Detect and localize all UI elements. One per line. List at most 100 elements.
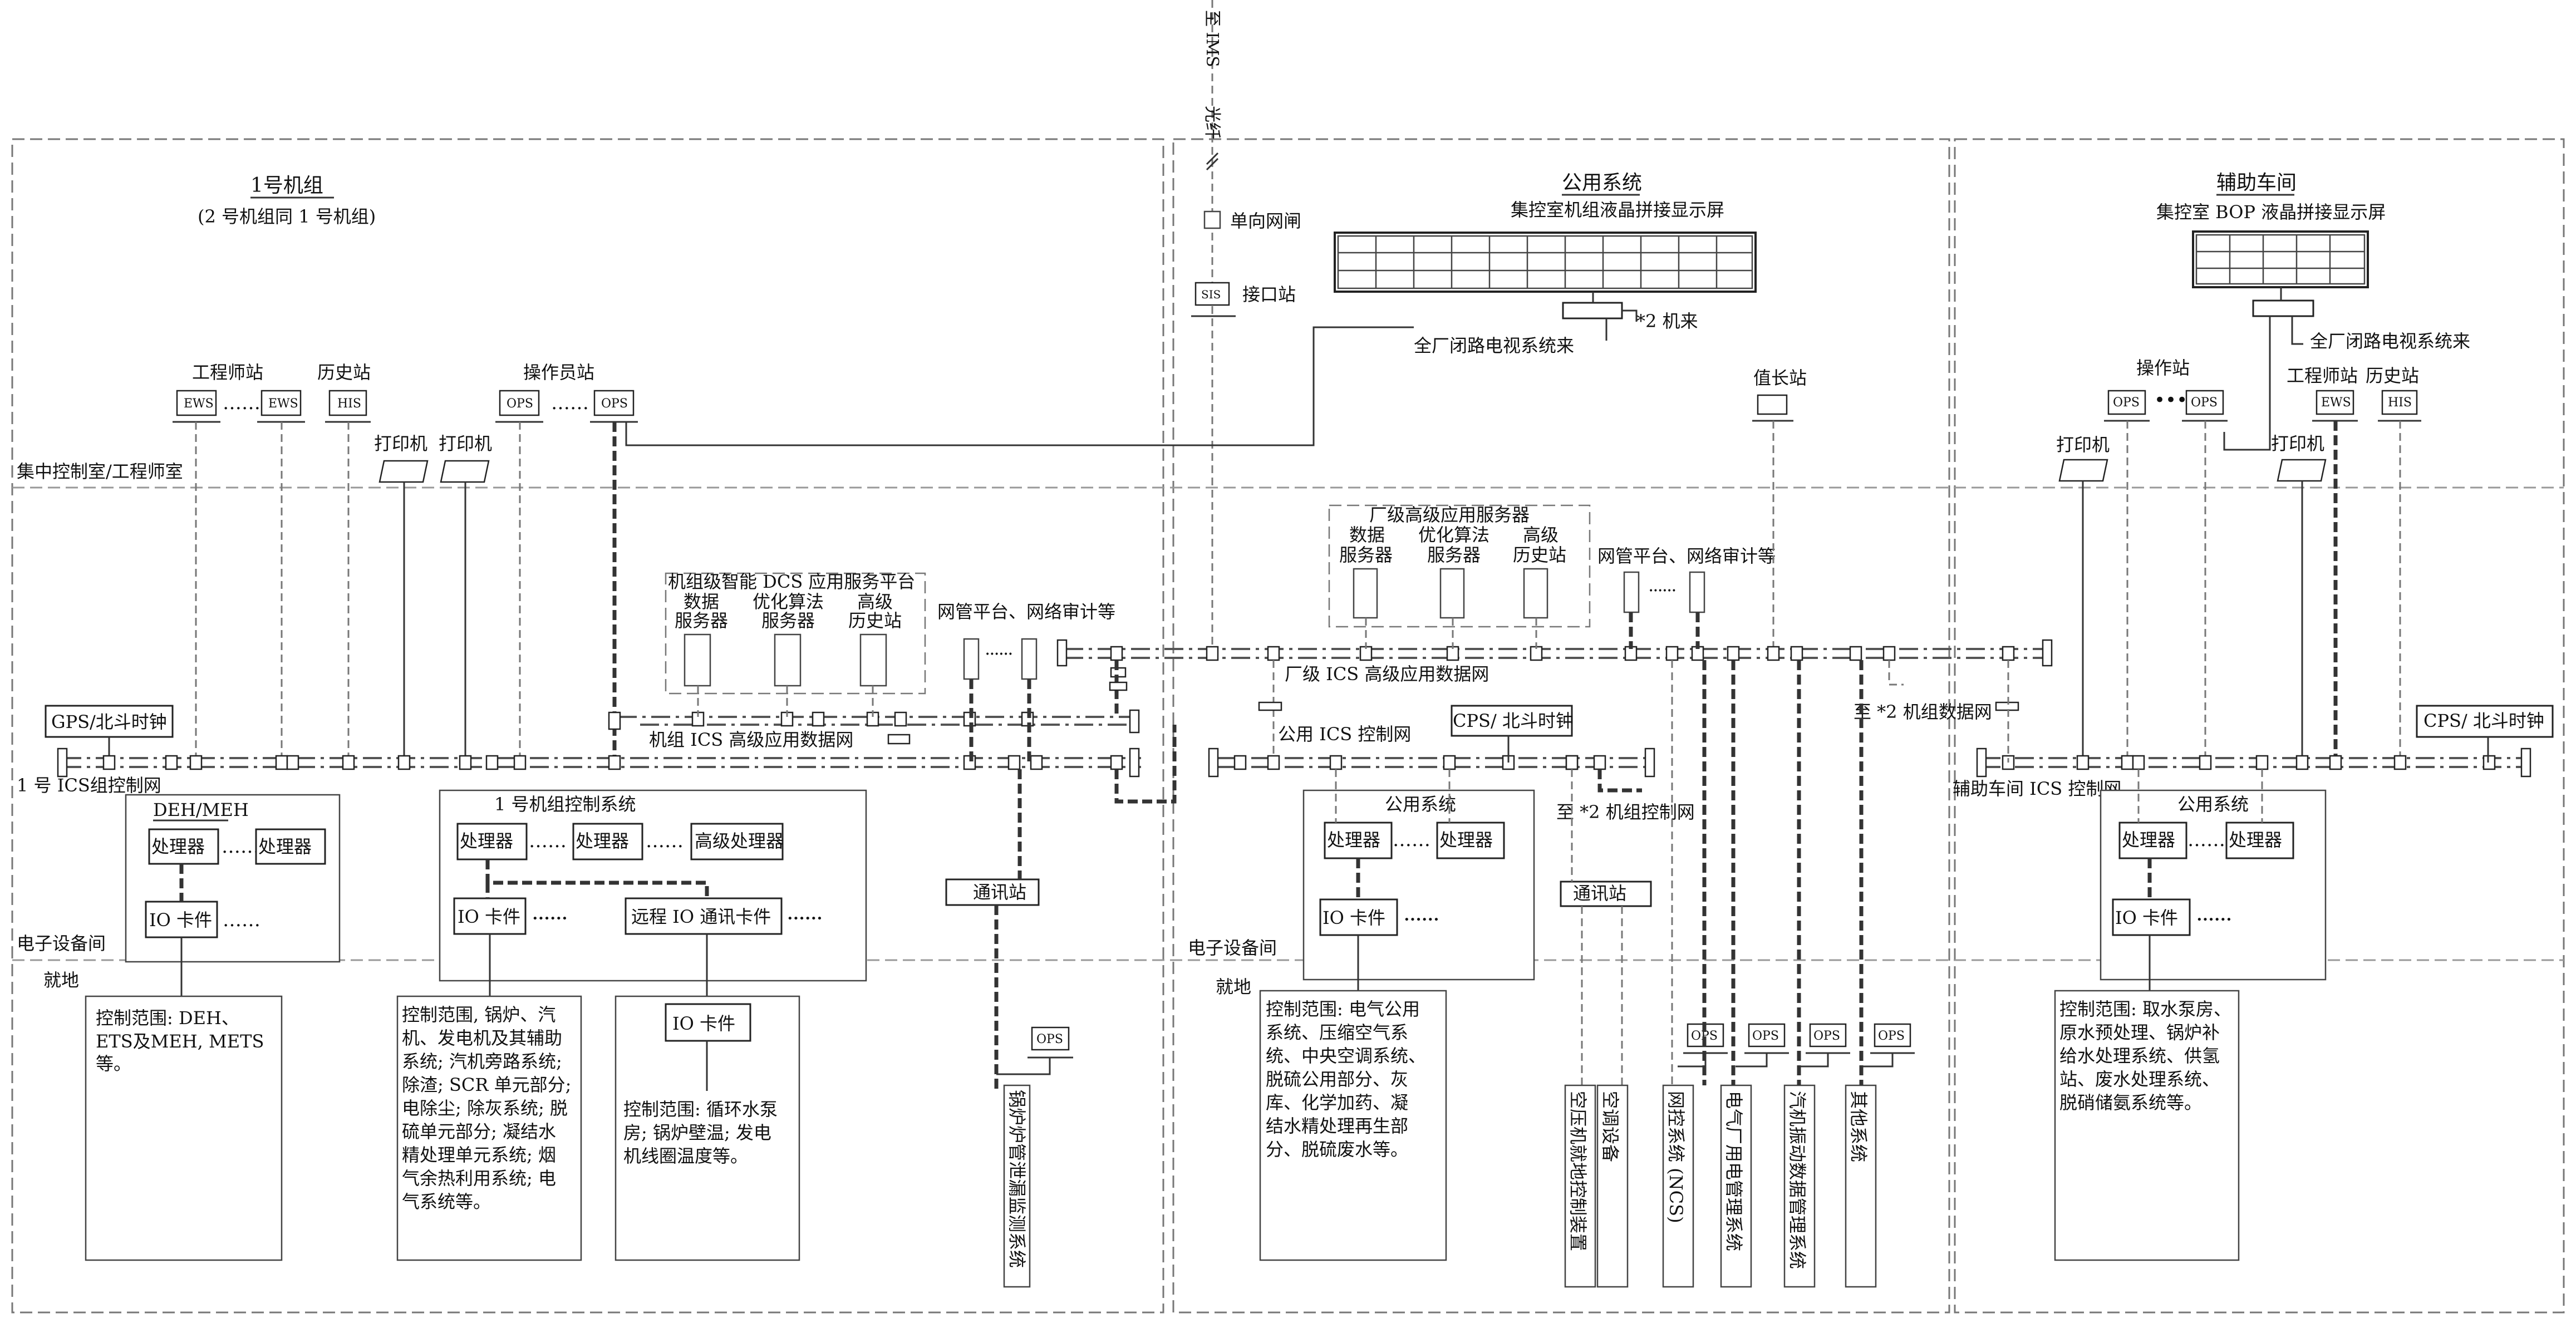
unit1-remote-io-card[interactable] [625,897,783,935]
aux-bop-video-wall[interactable] [2192,230,2369,288]
svg-text:电气厂用电管理系统: 电气厂用电管理系统 [1723,1091,1744,1251]
public-comm-station[interactable] [1560,881,1652,907]
unit1-title: 1号机组 [250,174,323,197]
svg-text:……: …… [2187,829,2225,851]
printer-label-1: 打印机 [374,433,427,454]
svg-text:结水精处理再生部: 结水精处理再生部 [1266,1115,1408,1137]
svg-text:••••••: •••••• [532,913,568,924]
zone-aux [1954,138,2565,1314]
plant-data-server-icon[interactable] [1353,568,1378,619]
plant-adv-net-ports [1110,646,2015,661]
svg-text:远程 IO 通讯卡件: 远程 IO 通讯卡件 [631,906,771,927]
svg-text:OPS: OPS [601,397,628,411]
his-workstation[interactable]: HIS [325,390,371,423]
public-processor-2[interactable] [1436,822,1505,859]
ops-workstation-1[interactable]: OPS [495,390,543,423]
aux-ops-workstation-2[interactable]: OPS [2182,390,2228,422]
ews-workstation-1[interactable]: EWS [173,390,220,423]
svg-text:OPS: OPS [1036,1032,1063,1046]
aux-processor-2[interactable] [2225,822,2294,859]
svg-text:数据: 数据 [684,591,719,612]
boiler-leak-monitor-label: 锅炉炉管泄漏监测系统 [1006,1090,1028,1268]
public-io-card[interactable] [1319,898,1398,936]
svg-text:电除尘; 除灰系统; 脱: 电除尘; 除灰系统; 脱 [402,1098,568,1119]
aux-printer-icon-2[interactable] [2277,459,2327,482]
svg-text:汽机振动数据管理系统: 汽机振动数据管理系统 [1787,1091,1808,1269]
unit1-processor-1[interactable] [456,823,528,860]
unit1-data-server-icon[interactable] [684,633,711,687]
other-ops-workstation[interactable]: OPS [1870,1023,1915,1054]
elec-ops-workstation[interactable]: OPS [1744,1023,1789,1054]
plant-opt-server-icon[interactable] [1439,568,1465,619]
svg-text:给水处理系统、供氢: 给水处理系统、供氢 [2059,1045,2220,1066]
plant-adv-history-icon[interactable] [1523,568,1548,619]
electronics-room-mid-label: 电子设备间 [1188,937,1277,958]
unit1-netmgmt-icon-2[interactable] [1021,638,1038,680]
svg-text:精处理单元系统; 烟: 精处理单元系统; 烟 [402,1144,556,1165]
aux-ops-workstation-1[interactable]: OPS [2104,390,2150,422]
svg-text:原水预处理、锅炉补: 原水预处理、锅炉补 [2059,1022,2220,1043]
svg-text:••••••: •••••• [787,913,823,924]
public-ics-control-net-label: 公用 ICS 控制网 [1278,724,1411,745]
unit1-adv-history-icon[interactable] [859,633,887,687]
svg-text:HIS: HIS [2388,396,2412,410]
aux-processor-1[interactable] [2118,822,2187,859]
deh-processor-1[interactable] [148,828,219,865]
to-unit2-data-net-label: 至 *2 机组数据网 [1854,701,1992,722]
interface-station-icon[interactable] [1194,282,1230,306]
aux-io-card[interactable] [2112,898,2191,936]
eng-station-label: 工程师站 [192,362,263,383]
from-unit2-label: *2 机来 [1636,311,1698,332]
electronics-room-left-label: 电子设备间 [17,933,106,954]
aux-his-workstation[interactable]: HIS [2378,390,2421,422]
unit1-comm-station[interactable] [945,878,1040,906]
shift-station-workstation[interactable] [1752,394,1793,422]
public-netmgmt-icon-2[interactable] [1689,571,1705,613]
ncs-box [1662,1084,1694,1288]
unit1-adv-processor[interactable] [690,823,784,860]
zone-public [1172,138,1950,1314]
svg-text:HIS: HIS [337,397,361,411]
ews-workstation-2[interactable]: EWS [257,390,305,423]
aux-ews-workstation[interactable]: EWS [2312,390,2358,422]
ops-workstation-2[interactable]: OPS [590,390,638,423]
unit1-adv-app-net-label: 机组 ICS 高级应用数据网 [649,729,853,750]
gps-clock-label: GPS/北斗时钟 [51,711,167,732]
unit1-control-system-box [439,789,867,982]
control-room-label: 集中控制室/工程师室 [17,461,183,482]
unit1-processor-2[interactable] [572,823,643,860]
unit1-opt-server-icon[interactable] [774,633,802,687]
unit1-comm-ops-workstation[interactable]: OPS [1028,1026,1073,1059]
public-system-title: 公用系统 [1385,794,1456,815]
svg-text:处理器: 处理器 [258,836,312,857]
deh-meh-system-box [125,794,341,963]
printer-icon-1[interactable] [378,460,429,483]
svg-text:••••••: •••••• [1649,587,1677,596]
printer-icon-2[interactable] [440,460,490,483]
svg-text:处理器: 处理器 [2229,829,2282,850]
aux-printer-label-2: 打印机 [2271,433,2324,454]
svg-text:……: …… [223,392,260,414]
svg-text:服务器: 服务器 [1339,544,1393,565]
public-screen-controller [1562,302,1623,319]
svg-text:OPS: OPS [1878,1029,1905,1043]
remote-field-io-card[interactable] [665,1003,751,1042]
aux-printer-icon-1[interactable] [2058,459,2108,482]
unit1-netmgmt-icon-1[interactable] [963,638,980,680]
public-cps-clock-label: CPS/ 北斗时钟 [1453,710,1574,731]
fiber-link: 至 IMS 光纤 单向网闸 SIS 接口站 [1191,0,1301,654]
public-netmgmt-icon-1[interactable] [1623,571,1640,613]
deh-processor-2[interactable] [255,828,326,865]
svg-text:SIS: SIS [1201,288,1221,301]
svg-text:机线圈温度等。: 机线圈温度等。 [623,1145,748,1167]
other-systems-box [1845,1084,1877,1288]
public-lcd-video-wall[interactable] [1334,232,1757,293]
aux-ctrl-net-ports [2002,755,2496,770]
gps-clock-box [45,705,174,738]
vibration-ops-workstation[interactable]: OPS [1806,1023,1850,1054]
turbine-vibration-box [1783,1084,1816,1288]
svg-text:处理器: 处理器 [460,830,513,852]
svg-text:优化算法: 优化算法 [753,591,824,612]
aux-ics-control-net-label: 辅助车间 ICS 控制网 [1953,778,2121,799]
field-left-label: 就地 [43,970,79,991]
